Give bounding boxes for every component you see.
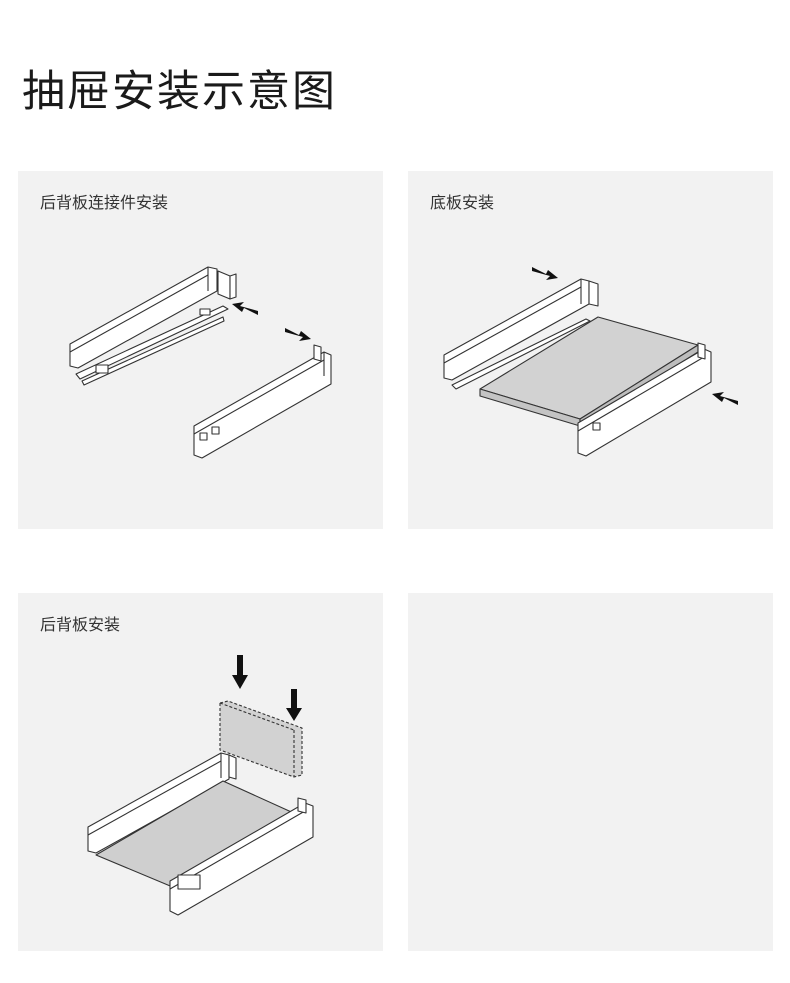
panel-rear-connector: 后背板连接件安装	[18, 171, 383, 529]
connector-tab	[697, 342, 706, 360]
page-title: 抽屉安装示意图	[22, 67, 337, 117]
mounting-bracket	[228, 754, 237, 780]
slide-rail-lower	[81, 316, 225, 386]
panel-rear-board: 后背板安装	[18, 593, 383, 951]
bottom-board-illustration	[443, 267, 738, 457]
panel-bottom-board: 底板安装	[408, 171, 773, 529]
rear-connector-illustration	[69, 266, 332, 459]
arrow-icon	[532, 267, 738, 405]
panel-label: 后背板安装	[40, 615, 121, 634]
panel-empty	[408, 593, 773, 951]
connector-tab	[313, 344, 322, 362]
slide-rail	[451, 318, 591, 390]
slide-rail	[75, 305, 229, 380]
panel-label: 底板安装	[430, 193, 495, 212]
rail-clip	[95, 364, 109, 374]
rear-board	[219, 700, 303, 778]
panel-label: 后背板连接件安装	[40, 193, 169, 212]
fitting-square	[199, 432, 208, 441]
fitting-square	[592, 422, 601, 431]
mounting-bracket	[217, 270, 231, 300]
rear-board-illustration	[87, 655, 314, 916]
mounting-bracket	[588, 280, 599, 307]
arrow-down-icon	[232, 655, 302, 721]
connector-tab	[297, 797, 307, 814]
arrow-icon	[232, 302, 311, 341]
fitting-square	[177, 874, 201, 890]
